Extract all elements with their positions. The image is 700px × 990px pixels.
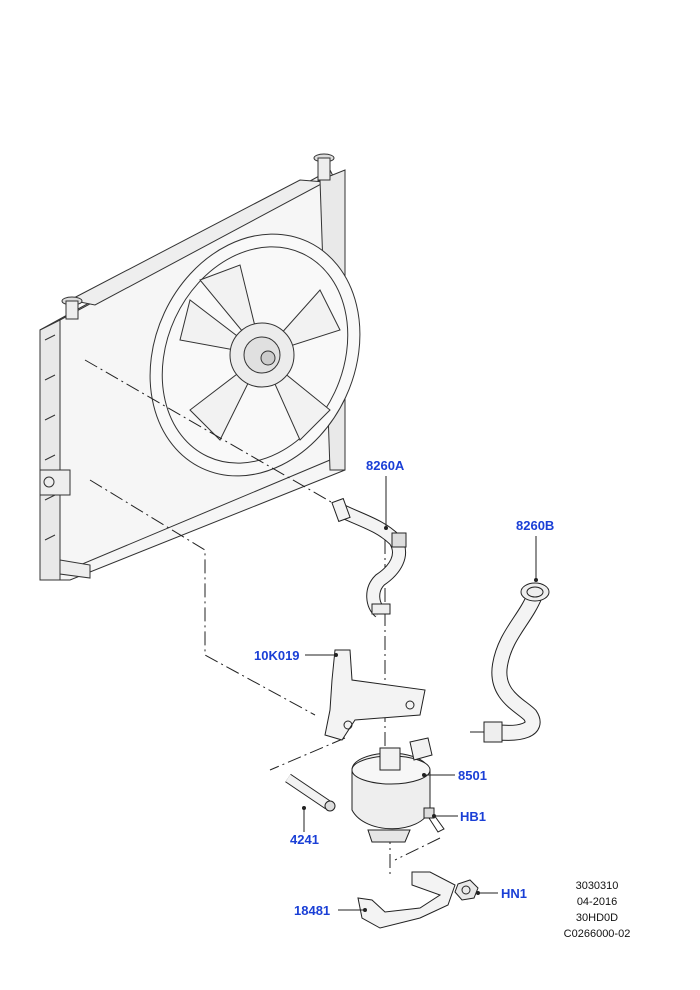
bolt-hb1 <box>423 807 445 833</box>
callout-8260a[interactable]: 8260A <box>366 458 405 473</box>
callout-hb1[interactable]: HB1 <box>460 809 487 824</box>
reference-line-3: 30HD0D <box>575 912 619 924</box>
hose-8260b <box>483 582 550 743</box>
callout-4241[interactable]: 4241 <box>290 832 319 847</box>
reference-block: 3030310 04-2016 30HD0D C0266000-02 <box>537 878 657 942</box>
callout-hn1[interactable]: HN1 <box>501 886 528 901</box>
radiator-fan-assembly <box>39 153 361 581</box>
bracket-18481 <box>357 871 456 929</box>
callout-8260b[interactable]: 8260B <box>516 518 555 533</box>
pin-4241 <box>285 773 336 812</box>
callout-18481[interactable]: 18481 <box>294 903 331 918</box>
nut-hn1 <box>454 879 479 901</box>
hose-8260a <box>331 497 407 618</box>
reference-line-2: 04-2016 <box>576 896 618 908</box>
callout-8501[interactable]: 8501 <box>458 768 487 783</box>
bracket-10k019 <box>324 649 426 741</box>
reference-line-4: C0266000-02 <box>563 928 631 940</box>
callout-10k019[interactable]: 10K019 <box>254 648 300 663</box>
leader-lines <box>303 476 537 911</box>
reference-line-1: 3030310 <box>575 880 619 892</box>
pump-8501 <box>351 737 433 843</box>
